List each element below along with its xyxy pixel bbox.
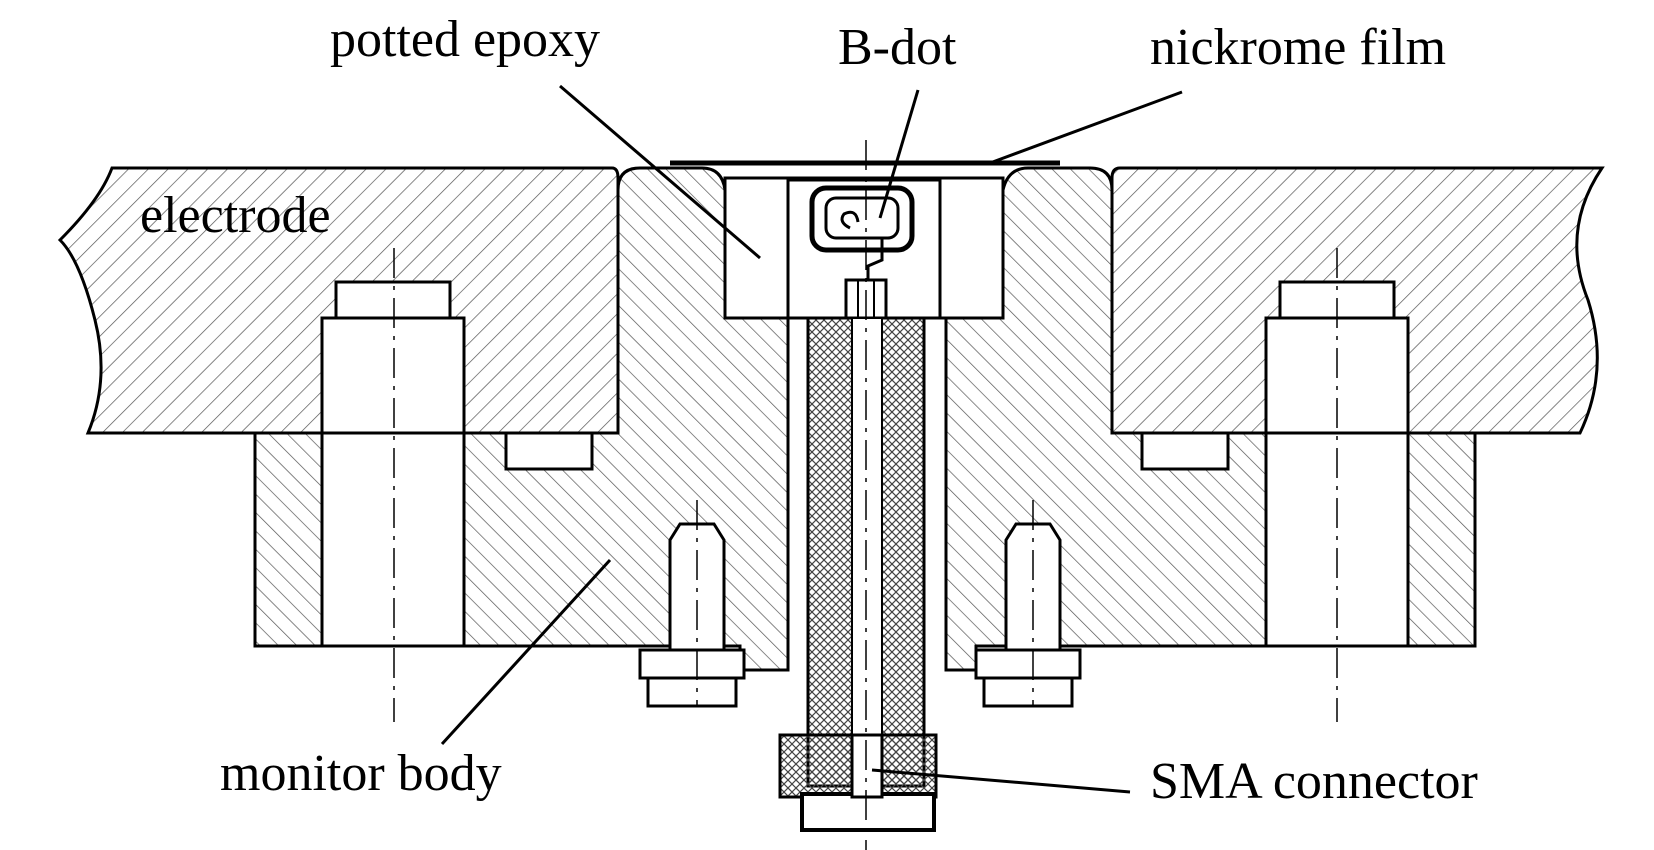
recess-left — [504, 431, 594, 471]
sma-connector-base — [778, 733, 938, 832]
b-dot-loop — [809, 185, 915, 284]
centerlines — [393, 140, 1338, 850]
potted-epoxy-label: potted epoxy — [330, 11, 601, 68]
sma-connector-label: SMA connector — [1150, 753, 1478, 810]
monitor-body-label: monitor body — [220, 745, 502, 802]
large-screw-left — [320, 280, 466, 648]
electrode-label: electrode — [140, 187, 331, 244]
b-dot-label: B-dot — [838, 19, 957, 76]
recess-right — [1140, 431, 1230, 471]
leader-lines — [440, 84, 1183, 794]
nickrome-film-label: nickrome film — [1150, 19, 1447, 76]
